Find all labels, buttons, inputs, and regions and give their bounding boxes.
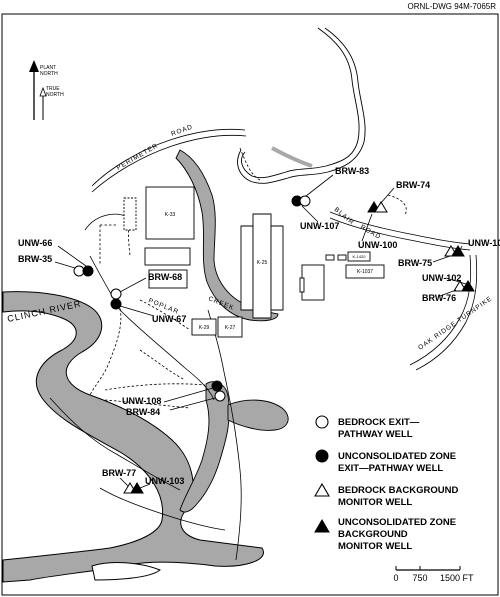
dashed-paths [89,147,407,409]
true-north-label-1: TRUE [46,86,60,92]
k33-label: K-33 [165,212,176,218]
legend-uncons-bg-symbol [314,519,330,533]
k1037-label: K-1037 [357,269,373,275]
well-unw-102 [461,280,475,292]
legend-bedrock-bg-2: MONITOR WELL [338,497,412,508]
label-brw-83: BRW-83 [335,166,369,176]
label-brw-76: BRW-76 [422,293,456,303]
plant-north-label-2: NORTH [40,71,58,77]
north-arrow: PLANT NORTH TRUE NORTH [29,60,64,120]
scale-zero: 0 [393,573,398,583]
building-k25-east [270,225,284,311]
label-brw-74: BRW-74 [396,180,430,190]
plant-north-label-1: PLANT [40,65,56,71]
building-k29 [191,318,217,336]
building-k1420 [347,251,371,262]
legend-uncons-bg-1: UNCONSOLIDATED ZONE [338,517,456,528]
label-unw-100: UNW-100 [358,240,397,250]
drawing-number: ORNL-DWG 94M-7065R [408,2,497,11]
label-brw-35: BRW-35 [18,254,52,264]
well-labels: BRW-83 UNW-107 BRW-74 UNW-100 UNW-101 BR… [18,166,500,486]
label-unw-107: UNW-107 [300,221,339,231]
well-unw-67 [110,298,122,310]
legend-uncons-bg-3: MONITOR WELL [338,541,412,552]
well-markers [73,195,475,494]
legend: BEDROCK EXIT— PATHWAY WELL UNCONSOLIDATE… [314,415,458,552]
label-brw-75: BRW-75 [398,258,432,268]
well-unw-66 [82,265,94,277]
label-unw-67: UNW-67 [152,314,186,324]
true-north-label-2: NORTH [46,92,64,98]
label-brw-77: BRW-77 [102,468,136,478]
building-mid [301,264,325,301]
leader-lines [54,174,467,489]
building-small-1 [144,247,191,266]
building-k1037 [345,264,385,279]
well-unw-108 [211,380,223,392]
building-dashed [123,197,137,231]
building-small-2 [148,269,188,289]
label-brw-84: BRW-84 [126,407,160,417]
legend-uncons-bg-2: BACKGROUND [338,529,408,540]
building-k25-west [240,225,254,311]
legend-bedrock-exit-symbol [315,415,329,429]
perimeter-road-label: ROAD [170,124,194,138]
blair-road-label: ROAD [359,224,382,241]
scale-end: 1500 FT [440,573,474,583]
turnpike-label: OAK RIDGE TURNPIKE [417,295,494,352]
legend-uncons-exit-symbol [315,449,329,463]
k1420-label: K-1420 [353,254,367,259]
legend-bedrock-bg-symbol [314,482,330,497]
scale-mid: 750 [412,573,427,583]
poplar-creek [175,149,289,513]
upper-creek-channel [241,27,360,179]
pond [271,146,313,168]
k29-label: K-29 [199,325,210,331]
building-k27 [217,316,243,338]
legend-uncons-exit-2: EXIT—PATHWAY WELL [338,463,443,474]
legend-bedrock-exit-1: BEDROCK EXIT— [338,417,420,428]
clinch-river [2,291,264,583]
scale-bar: 0 750 1500 FT [393,566,474,583]
label-brw-68: BRW-68 [148,272,182,282]
building-k25-center [252,213,272,319]
legend-bedrock-exit-2: PATHWAY WELL [338,429,413,440]
label-unw-66: UNW-66 [18,238,52,248]
well-brw-84 [214,390,226,402]
label-unw-102: UNW-102 [422,273,461,283]
label-unw-101: UNW-101 [468,238,500,248]
legend-uncons-exit-1: UNCONSOLIDATED ZONE [338,451,456,462]
well-brw-83 [299,195,311,207]
k27-label: K-27 [225,325,236,331]
road-network [49,128,478,561]
perimeter-label: PERIMETER [116,142,160,172]
label-unw-103: UNW-103 [145,476,184,486]
legend-bedrock-bg-1: BEDROCK BACKGROUND [338,485,458,496]
k25-label: K-25 [257,260,268,266]
building-k33 [145,186,195,240]
well-brw-68 [110,288,122,300]
buildings [123,186,385,338]
well-unw-101 [451,245,465,257]
map-frame [1,13,499,596]
label-unw-108: UNW-108 [122,396,161,406]
well-brw-74 [374,201,388,213]
